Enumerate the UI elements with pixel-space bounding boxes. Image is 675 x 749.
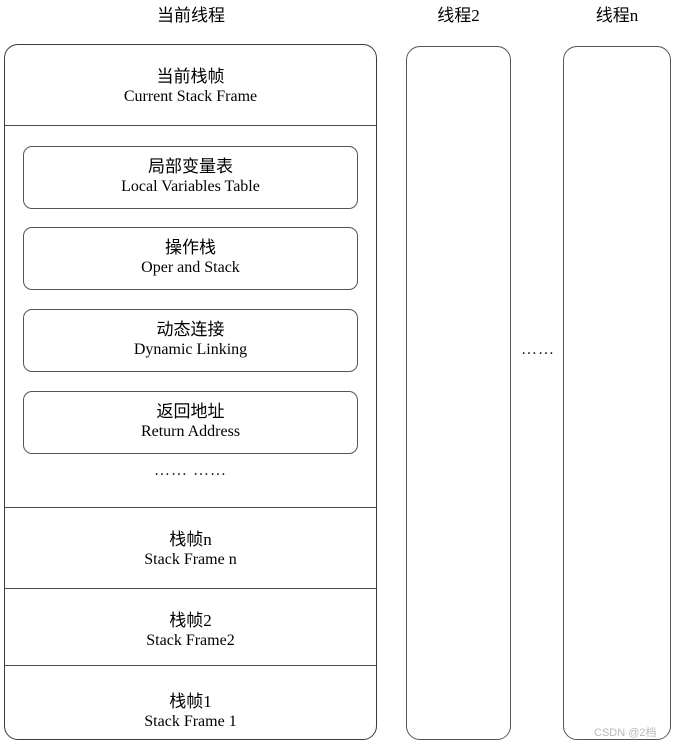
return-address-label-en: Return Address bbox=[140, 423, 241, 440]
local-variables-table-label-en: Local Variables Table bbox=[121, 178, 260, 195]
dynamic-linking-label-en: Dynamic Linking bbox=[133, 341, 248, 358]
thread2-title: 线程2 bbox=[437, 6, 480, 25]
operand-stack-box: 操作栈 Oper and Stack bbox=[23, 227, 358, 290]
stack-divider-1 bbox=[5, 125, 376, 126]
stack-divider-3 bbox=[5, 588, 376, 589]
return-address-label-zh: 返回地址 bbox=[156, 402, 225, 421]
stack-frame-1-section: 栈帧1 Stack Frame 1 bbox=[5, 665, 376, 739]
operand-stack-label-en: Oper and Stack bbox=[141, 259, 240, 276]
stack-frame-n-label-zh: 栈帧n bbox=[169, 530, 212, 549]
current-stack-frame-section: 当前栈帧 Current Stack Frame bbox=[5, 45, 376, 125]
thread2-stack-box bbox=[406, 46, 511, 740]
threadn-title: 线程n bbox=[595, 6, 639, 25]
return-address-box: 返回地址 Return Address bbox=[23, 391, 358, 454]
local-variables-table-label-zh: 局部变量表 bbox=[148, 157, 233, 176]
local-variables-table-box: 局部变量表 Local Variables Table bbox=[23, 146, 358, 209]
dynamic-linking-label-zh: 动态连接 bbox=[156, 320, 225, 339]
stack-frame-n-label-en: Stack Frame n bbox=[144, 551, 237, 568]
current-stack-frame-label-en: Current Stack Frame bbox=[123, 88, 258, 105]
stack-frame-1-label-zh: 栈帧1 bbox=[169, 692, 212, 711]
dynamic-linking-box: 动态连接 Dynamic Linking bbox=[23, 309, 358, 372]
stack-divider-2 bbox=[5, 507, 376, 508]
stack-frame-details-region: 局部变量表 Local Variables Table 操作栈 Oper and… bbox=[5, 126, 376, 507]
stack-divider-4 bbox=[5, 665, 376, 666]
stack-frame-n-section: 栈帧n Stack Frame n bbox=[5, 507, 376, 588]
threadn-stack-box bbox=[563, 46, 671, 740]
operand-stack-label-zh: 操作栈 bbox=[165, 238, 216, 257]
stack-frame-1-label-en: Stack Frame 1 bbox=[144, 713, 237, 730]
stack-frame-2-section: 栈帧2 Stack Frame2 bbox=[5, 588, 376, 665]
csdn-watermark: CSDN @2档 bbox=[594, 727, 657, 739]
current-thread-title: 当前线程 bbox=[157, 6, 225, 25]
threads-gap-ellipsis: …… bbox=[521, 341, 555, 358]
stack-frame-2-label-en: Stack Frame2 bbox=[146, 632, 235, 649]
current-stack-frame-label-zh: 当前栈帧 bbox=[156, 67, 225, 86]
frame-parts-ellipsis: …… …… bbox=[154, 462, 227, 479]
current-thread-stack-box: 当前栈帧 Current Stack Frame 局部变量表 Local Var… bbox=[4, 44, 377, 740]
stack-frame-2-label-zh: 栈帧2 bbox=[169, 611, 212, 630]
